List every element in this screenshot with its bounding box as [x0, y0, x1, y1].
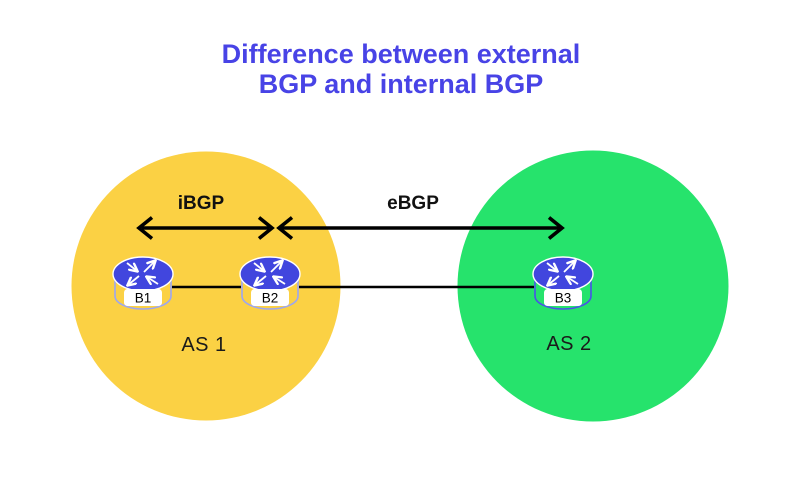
router-b3-top [532, 256, 594, 292]
ebgp-label: eBGP [387, 193, 439, 214]
router-b2-label-bg [251, 289, 289, 306]
router-b1-traffic-arrows-icon [127, 261, 159, 285]
page-title-line1: Difference between external [222, 39, 581, 69]
as2-label: AS 2 [546, 333, 591, 355]
router-b3-label: B3 [555, 291, 572, 306]
router-b1-label-bg [124, 289, 162, 306]
as2-circle [457, 150, 729, 422]
router-b1-label: B1 [135, 291, 152, 306]
router-b2-traffic-arrows-icon [254, 261, 286, 285]
router-b3-label-bg [544, 289, 582, 306]
router-b1-top [112, 256, 174, 292]
ebgp-arrow [276, 216, 565, 240]
page-title-line2: BGP and internal BGP [259, 69, 544, 99]
ibgp-arrow [136, 216, 275, 240]
as1-label: AS 1 [181, 334, 226, 356]
router-b1: B1 [112, 256, 174, 310]
router-b2-label: B2 [262, 291, 279, 306]
ibgp-label: iBGP [178, 193, 225, 214]
router-b2: B2 [239, 256, 301, 310]
router-b3: B3 [532, 256, 594, 310]
router-b3-traffic-arrows-icon [547, 261, 579, 285]
router-b2-top [239, 256, 301, 292]
